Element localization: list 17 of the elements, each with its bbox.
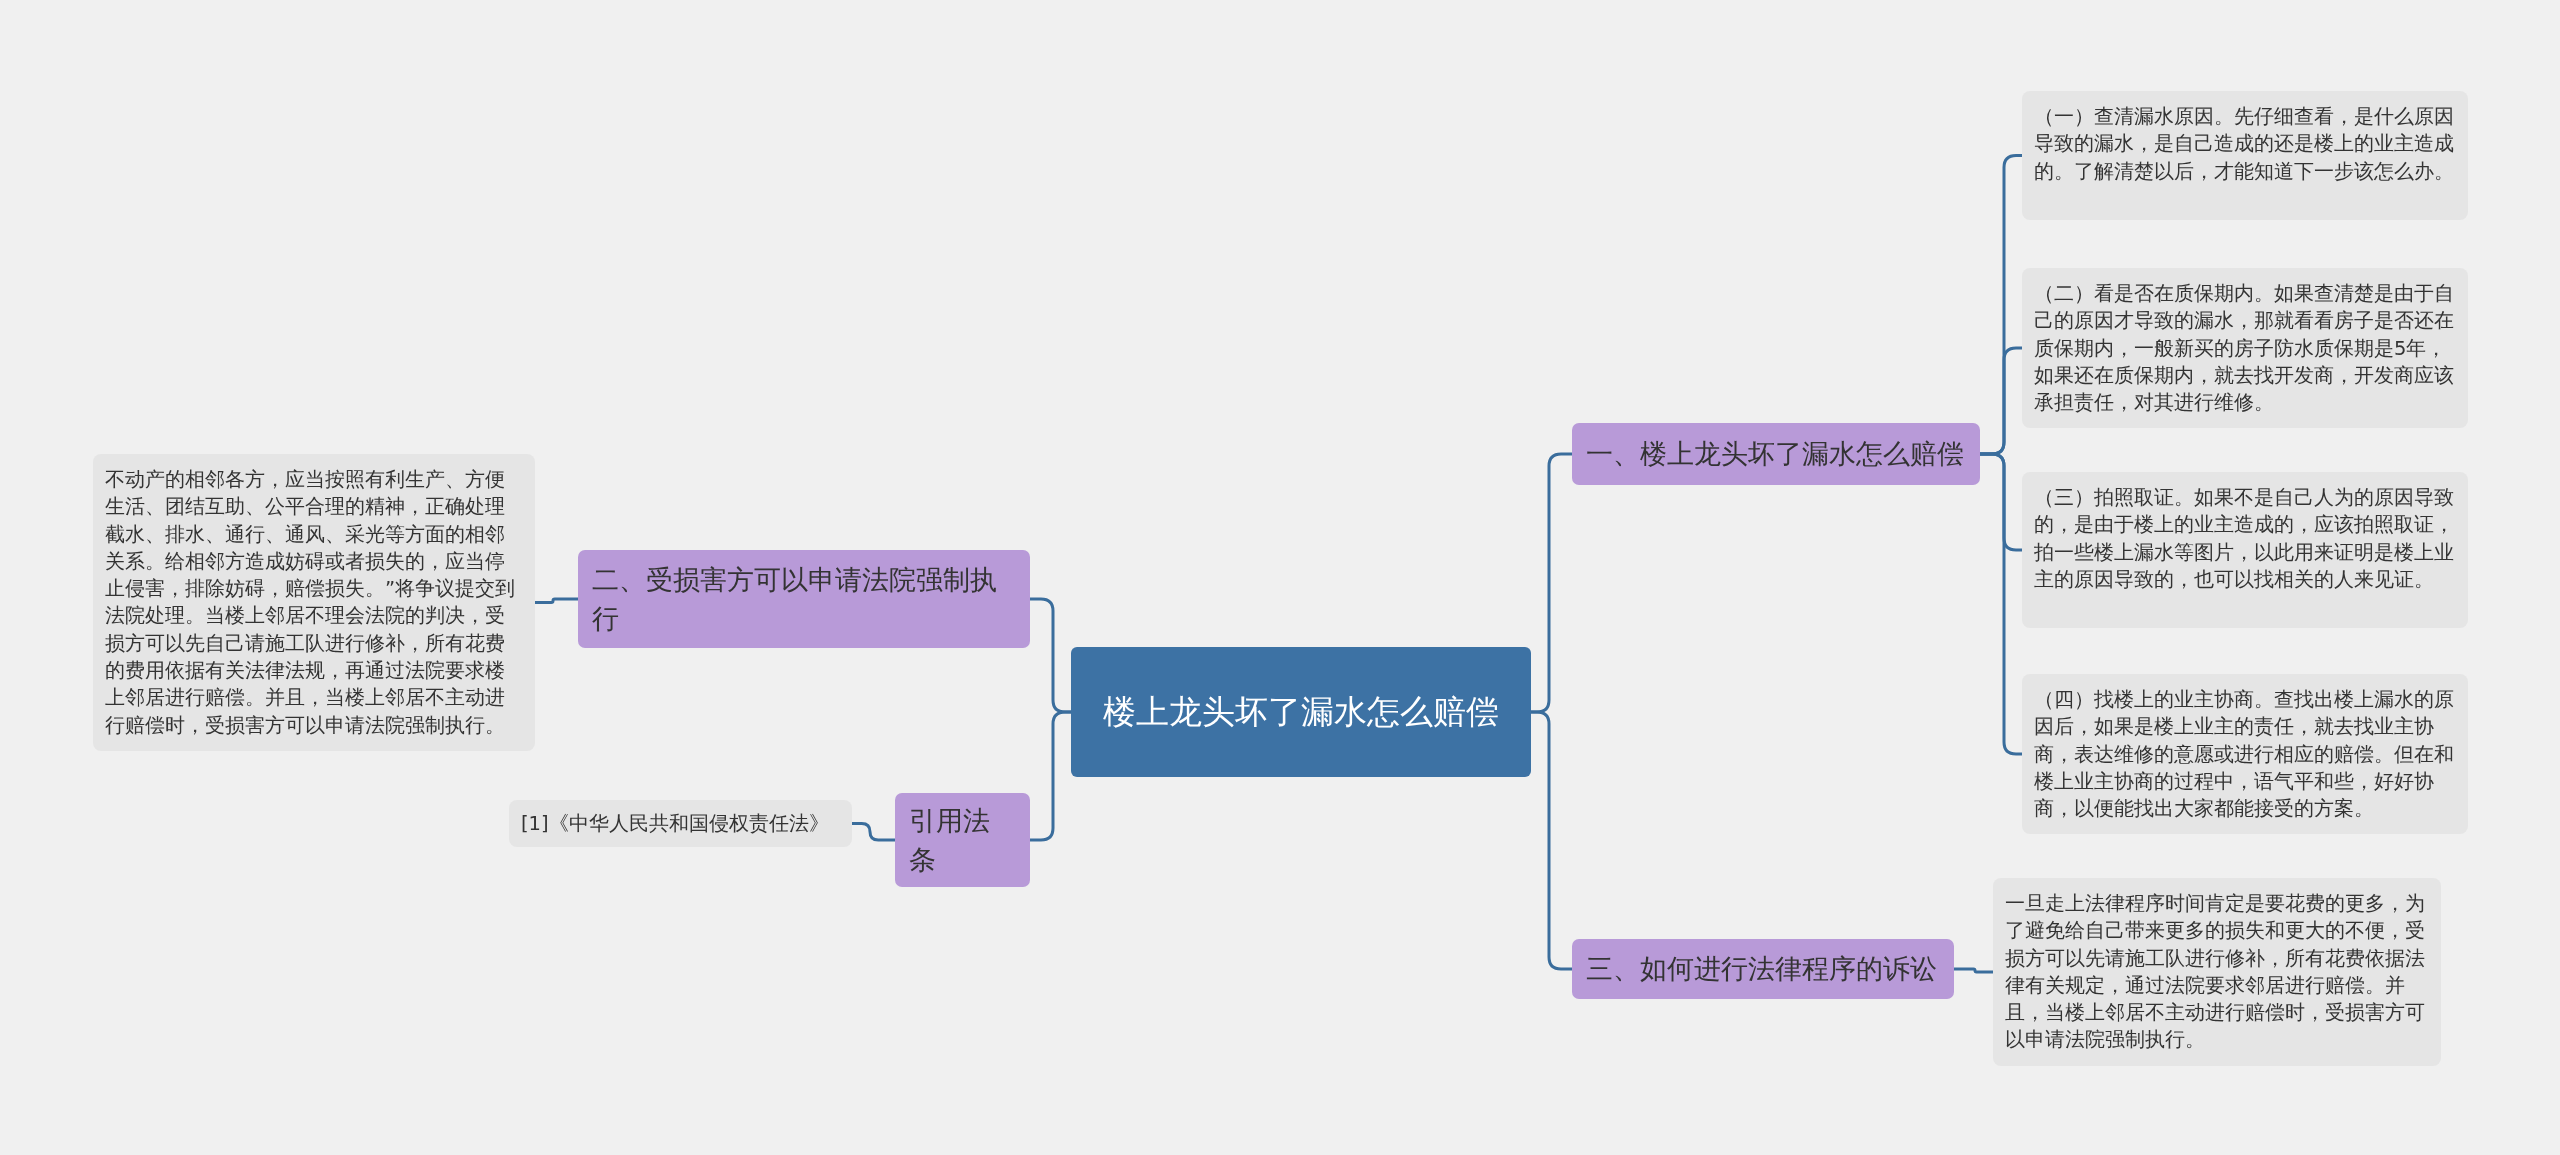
connector-line: [1954, 967, 1993, 974]
note-box: 不动产的相邻各方，应当按照有利生产、方便生活、团结互助、公平合理的精神，正确处理截水、排水、通行、通风、采光等方面的相邻关系。给相邻方造成妨碍或者损失的，应当停止侵害，排除妨碍，赔偿损失。”将争议提交到法院处理。当楼上邻居不理会法院的判决，受损方可以先自己请施工队进行修补，所有花费的费用依据有关法律法规，再通过法院要求楼上邻居进行赔偿。并且，当楼上邻居不主动进行赔偿时，受损害方可以申请法院强制执行。: [93, 454, 535, 751]
connector-line: [1030, 710, 1071, 842]
note-box: 一旦走上法律程序时间肯定是要花费的更多，为了避免给自己带来更多的损失和更大的不便，受损方可以先请施工队进行修补，所有花费依据法律有关规定，通过法院要求邻居进行赔偿。并且，当楼上邻居不主动进行赔偿时，受损害方可以申请法院强制执行。: [1993, 878, 2441, 1066]
central-topic: 楼上龙头坏了漏水怎么赔偿: [1071, 647, 1531, 777]
connector-line: [535, 597, 578, 604]
note-box: （一）查清漏水原因。先仔细查看，是什么原因导致的漏水，是自己造成的还是楼上的业主造成的。了解清楚以后，才能知道下一步该怎么办。: [2022, 91, 2468, 220]
topic-box: 一、楼上龙头坏了漏水怎么赔偿: [1572, 423, 1980, 485]
note-box: （四）找楼上的业主协商。查找出楼上漏水的原因后，如果是楼上业主的责任，就去找业主协商，表达维修的意愿或进行相应的赔偿。但在和楼上业主协商的过程中，语气平和些，好好协商，以便能找出大家都能接受的方案。: [2022, 674, 2468, 835]
note-box: （二）看是否在质保期内。如果查清楚是由于自己的原因才导致的漏水，那就看看房子是否还在质保期内，一般新买的房子防水质保期是5年，如果还在质保期内，就去找开发商，开发商应该承担责任，对其进行维修。: [2022, 268, 2468, 429]
note-box: （三）拍照取证。如果不是自己人为的原因导致的，是由于楼上的业主造成的，应该拍照取证，拍一些楼上漏水等图片，以此用来证明是楼上业主的原因导致的，也可以找相关的人来见证。: [2022, 472, 2468, 628]
connector-line: [852, 822, 895, 842]
topic-box: 三、如何进行法律程序的诉讼: [1572, 939, 1954, 999]
connector-line: [1531, 710, 1572, 971]
topic-box: 二、受损害方可以申请法院强制执行: [578, 550, 1030, 648]
reference-box: [1]《中华人民共和国侵权责任法》: [509, 800, 852, 848]
topic-box: 引用法条: [895, 793, 1030, 888]
